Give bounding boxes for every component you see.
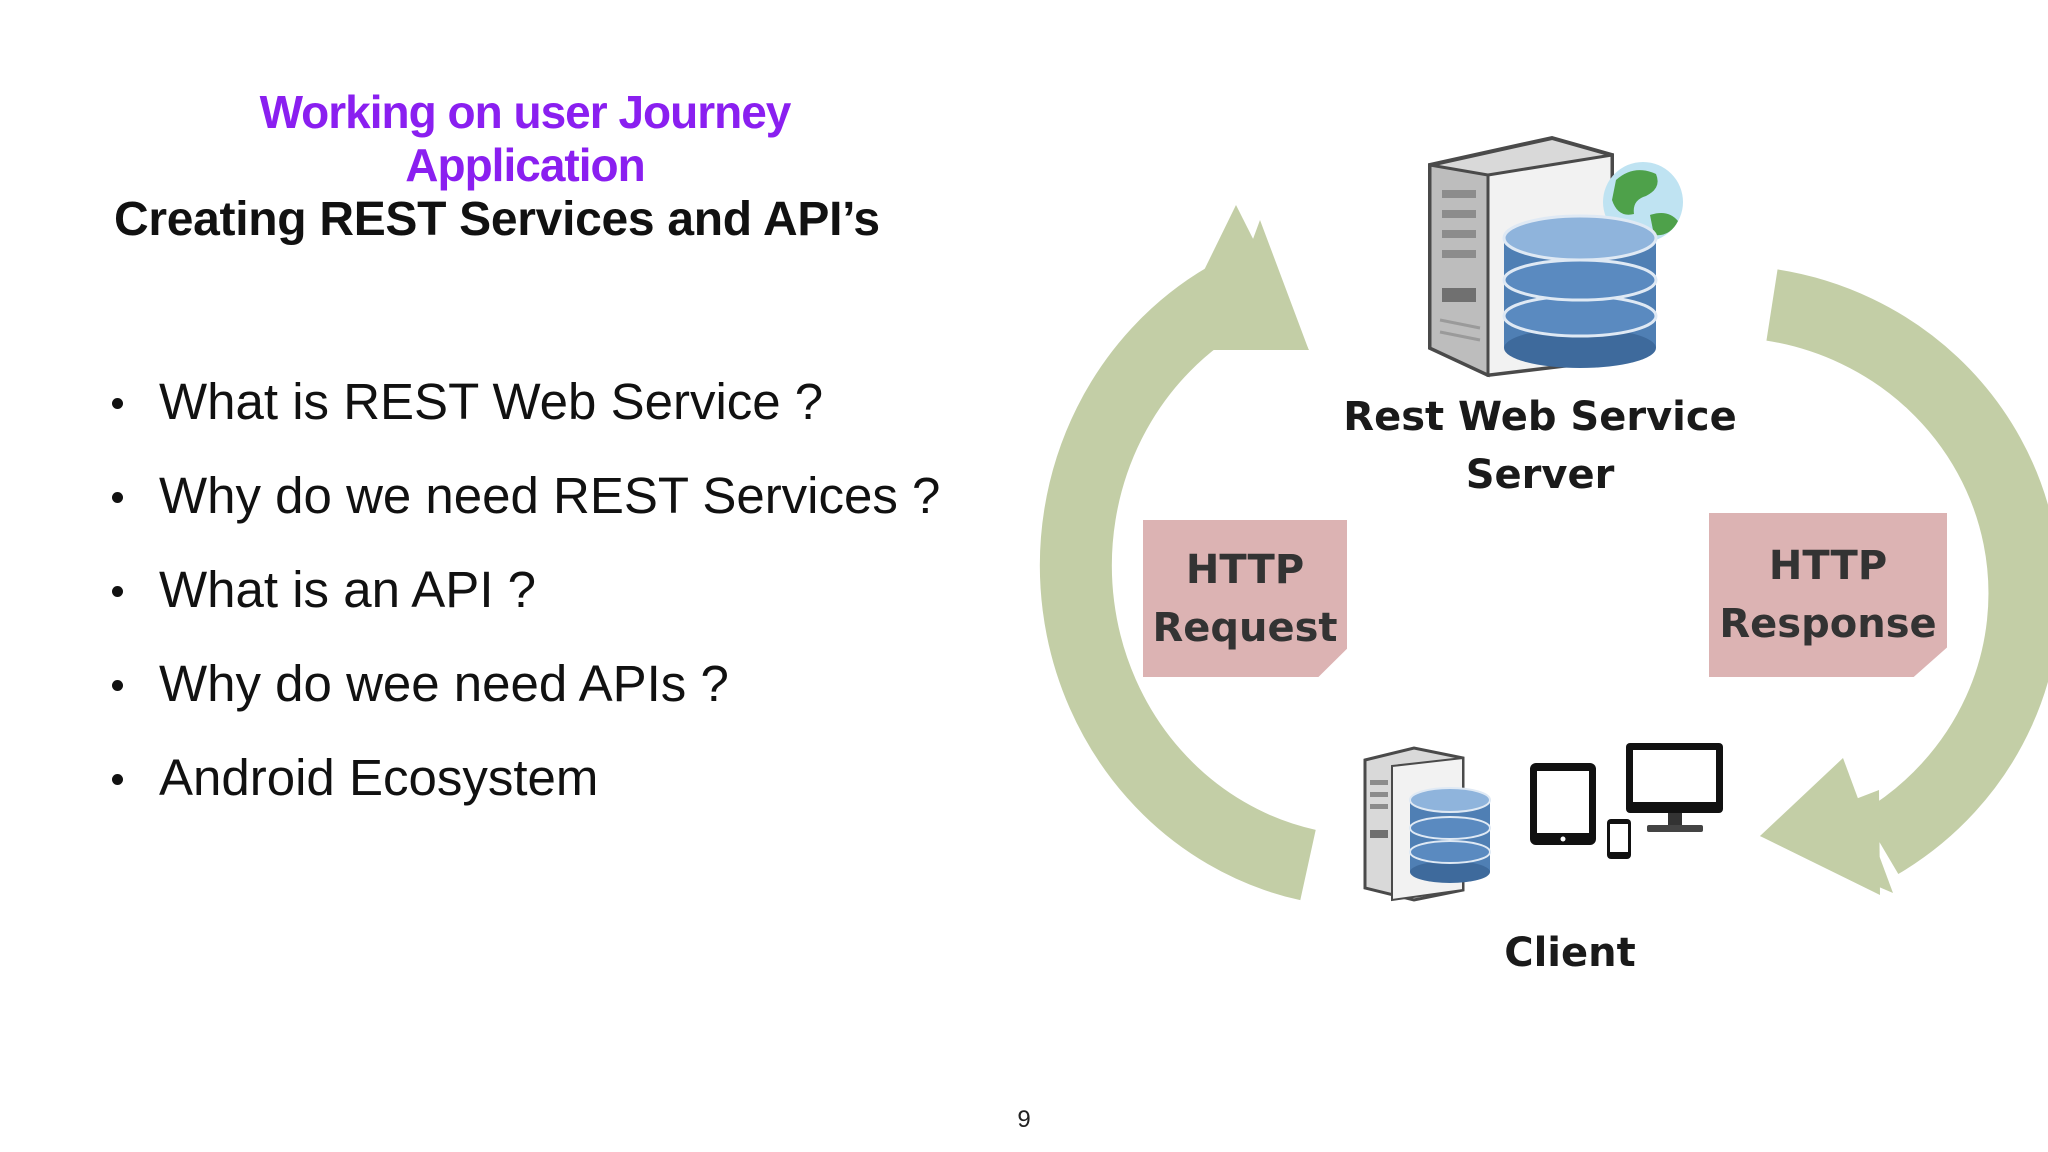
client-label: Client	[1504, 930, 1636, 976]
http-request-line2: Request	[1152, 604, 1338, 651]
page-title: Creating REST Services and API’s	[114, 193, 880, 246]
response-arrow-icon	[1760, 269, 2048, 895]
bullet-text: What is REST Web Service ?	[159, 373, 824, 430]
title-accent: Working on user Journey Application	[110, 86, 940, 192]
bullet-dot-icon	[112, 398, 123, 409]
request-arrow-icon	[1039, 205, 1316, 901]
bullet-dot-icon	[112, 586, 123, 597]
bullet-item: Why do wee need APIs ?	[110, 642, 940, 736]
http-response-box: HTTP Response	[1709, 513, 1947, 677]
server-label-line2: Server	[1465, 452, 1615, 498]
diagram-graphics	[1039, 135, 2048, 902]
rest-diagram: Rest Web Service Server HTTP Request HTT…	[1000, 120, 2048, 1020]
bullet-item: What is REST Web Service ?	[110, 360, 940, 454]
tablet-icon	[1530, 763, 1596, 845]
bullet-text: What is an API ?	[159, 561, 537, 618]
phone-icon	[1607, 819, 1631, 859]
bullet-item: Android Ecosystem	[110, 736, 940, 830]
bullet-item: What is an API ?	[110, 548, 940, 642]
page-number: 9	[1017, 1106, 1031, 1133]
database-icon	[1502, 214, 1658, 368]
http-response-line2: Response	[1719, 601, 1937, 647]
bullet-text: Why do wee need APIs ?	[159, 655, 729, 712]
bullet-dot-icon	[112, 492, 123, 503]
client-database-icon	[1409, 787, 1491, 883]
bullet-dot-icon	[112, 680, 123, 691]
bullet-dot-icon	[112, 774, 123, 785]
http-request-line1: HTTP	[1185, 546, 1305, 593]
bullet-text: Android Ecosystem	[159, 749, 599, 806]
title-accent-line2: Application	[405, 139, 645, 191]
title-block: Working on user Journey Application Crea…	[110, 86, 940, 248]
server-label: Rest Web Service Server	[1330, 388, 1750, 504]
http-request-box: HTTP Request	[1143, 520, 1347, 677]
http-response-line1: HTTP	[1768, 543, 1888, 589]
title-accent-line1: Working on user Journey	[259, 86, 792, 138]
bullet-item: Why do we need REST Services ?	[110, 454, 940, 548]
server-label-line1: Rest Web Service	[1343, 394, 1737, 440]
bullet-list: What is REST Web Service ? Why do we nee…	[110, 360, 940, 830]
bullet-text: Why do we need REST Services ?	[159, 467, 941, 524]
monitor-icon	[1626, 743, 1723, 832]
